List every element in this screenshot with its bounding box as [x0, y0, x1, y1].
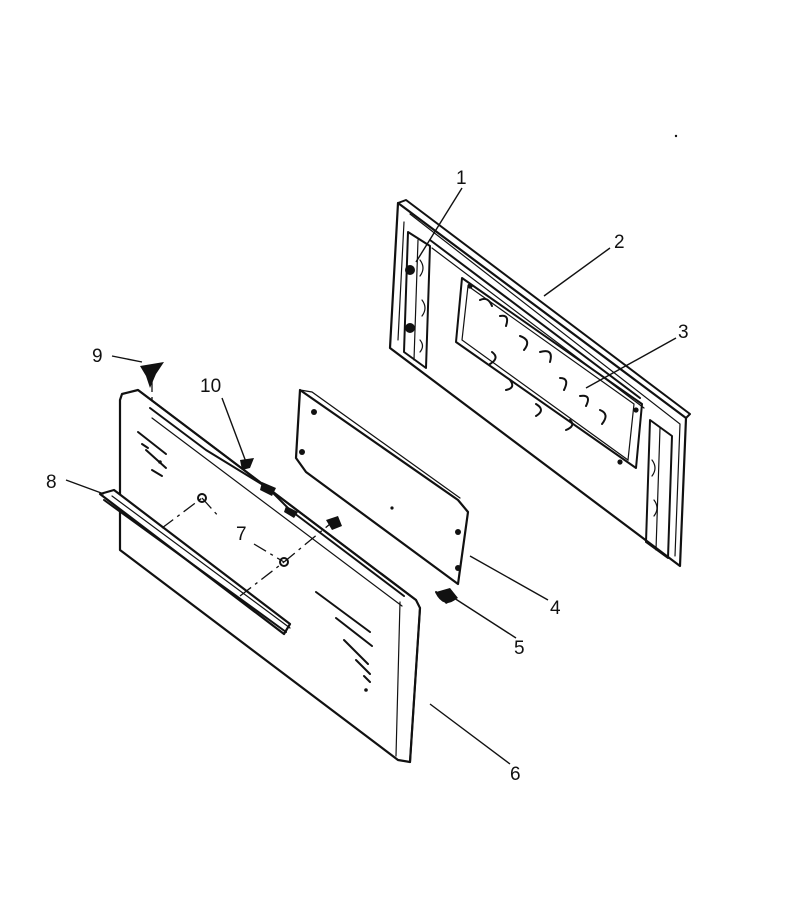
callout-1: 1 [456, 168, 467, 189]
door-handle [98, 488, 292, 636]
callout-5: 5 [514, 638, 525, 659]
callout-3: 3 [678, 322, 689, 343]
top-screw [140, 362, 164, 402]
callout-4: 4 [550, 598, 561, 619]
window-pane [455, 277, 643, 469]
callout-9: 9 [92, 346, 103, 367]
door-clip [435, 588, 458, 604]
outer-door-panel [118, 388, 422, 764]
leader-lines [65, 187, 677, 765]
handle-screws [161, 493, 342, 597]
callout-8: 8 [46, 472, 57, 493]
callout-10: 10 [200, 376, 221, 397]
callout-6: 6 [510, 764, 521, 785]
inner-door-liner [388, 199, 691, 568]
callout-7: 7 [236, 524, 247, 545]
callout-labels: 1 2 3 4 5 6 7 8 9 10 [46, 168, 689, 785]
edge-screw [240, 458, 254, 470]
callout-2: 2 [614, 232, 625, 253]
middle-glass-panel [294, 388, 470, 586]
speck [674, 134, 678, 138]
